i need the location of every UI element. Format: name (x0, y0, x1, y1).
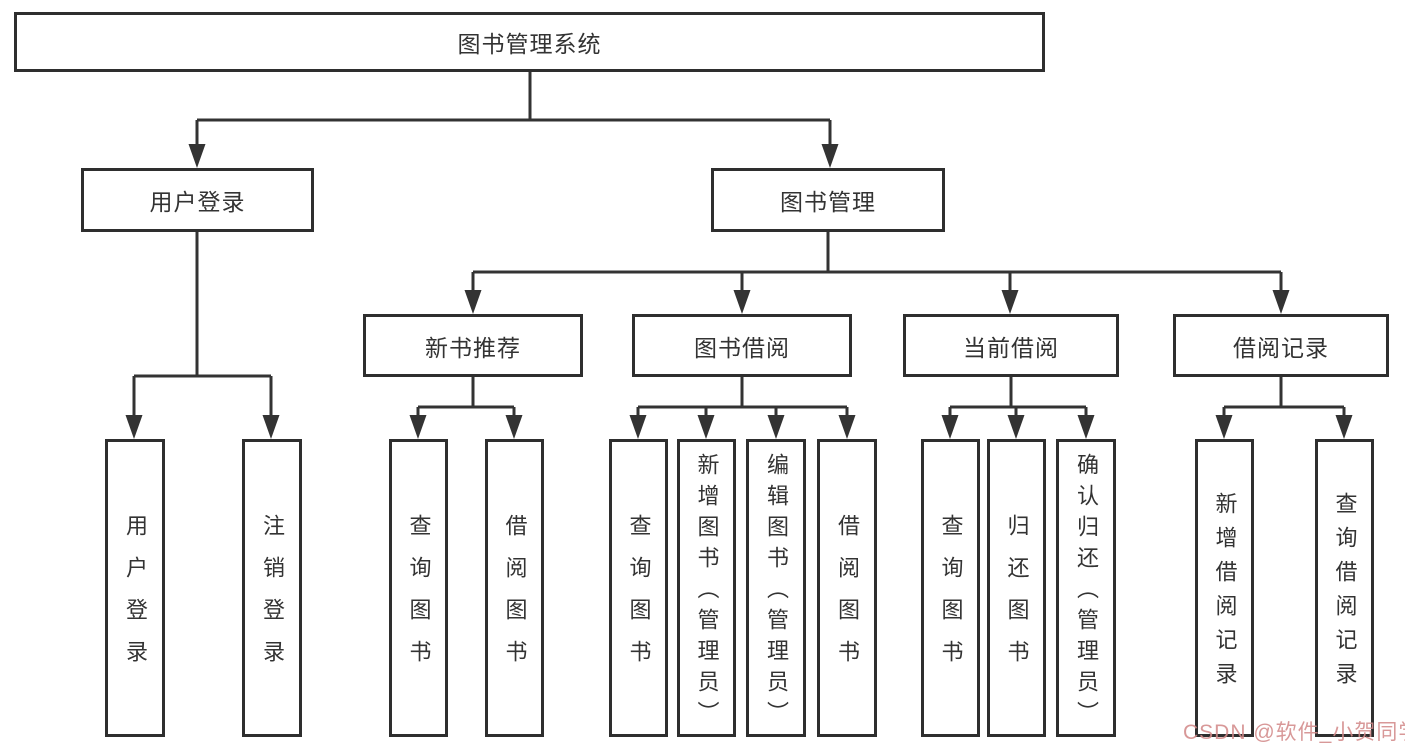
node-label: 图书借阅 (694, 334, 790, 361)
leaf-label: 查询图书 (626, 514, 652, 682)
node-label: 当前借阅 (963, 334, 1059, 361)
leaf-label: 查询图书 (938, 514, 964, 682)
leaf-label: 确认归还（管理员） (1074, 453, 1099, 732)
leaf-recommend-search-books: 查询图书 (389, 439, 448, 737)
node-current-borrowing: 当前借阅 (903, 314, 1119, 377)
leaf-label: 用户登录 (123, 514, 148, 682)
node-new-book-recommendation: 新书推荐 (363, 314, 583, 377)
leaf-label: 归还图书 (1004, 514, 1030, 682)
arrowheads (125, 144, 1353, 439)
leaf-label: 新增图书（管理员） (694, 453, 720, 732)
leaf-logout: 注销登录 (242, 439, 302, 737)
leaf-edit-books-admin: 编辑图书（管理员） (746, 439, 806, 737)
leaf-user-login: 用户登录 (105, 439, 165, 737)
node-label: 借阅记录 (1233, 334, 1329, 361)
node-book-management: 图书管理 (711, 168, 945, 232)
leaf-borrowing-search-books: 查询图书 (609, 439, 668, 737)
leaf-label: 借阅图书 (835, 514, 860, 682)
csdn-watermark: CSDN @软件_小贺同学 (1183, 721, 1405, 744)
leaf-label: 借阅图书 (502, 514, 528, 682)
node-label: 新书推荐 (425, 334, 521, 361)
node-borrowing-records: 借阅记录 (1173, 314, 1389, 377)
node-user-login: 用户登录 (81, 168, 314, 232)
leaf-label: 查询图书 (406, 514, 432, 682)
leaf-recommend-borrow-books: 借阅图书 (485, 439, 544, 737)
leaf-confirm-return-admin: 确认归还（管理员） (1056, 439, 1116, 737)
connector-lines (132, 72, 1346, 419)
leaf-borrow-books: 借阅图书 (817, 439, 877, 737)
leaf-add-books-admin: 新增图书（管理员） (677, 439, 736, 737)
node-label: 图书管理系统 (457, 31, 602, 57)
leaf-return-books: 归还图书 (987, 439, 1046, 737)
node-label: 图书管理 (780, 189, 876, 215)
node-book-borrowing: 图书借阅 (632, 314, 852, 377)
leaf-label: 新增借阅记录 (1212, 492, 1238, 696)
leaf-label: 查询借阅记录 (1332, 492, 1358, 696)
leaf-label: 编辑图书（管理员） (764, 453, 789, 732)
leaf-label: 注销登录 (260, 514, 285, 682)
leaf-current-search-books: 查询图书 (921, 439, 980, 737)
leaf-search-borrow-record: 查询借阅记录 (1315, 439, 1374, 737)
node-library-management-system: 图书管理系统 (14, 12, 1045, 72)
leaf-add-borrow-record: 新增借阅记录 (1195, 439, 1254, 737)
node-label: 用户登录 (149, 189, 246, 215)
